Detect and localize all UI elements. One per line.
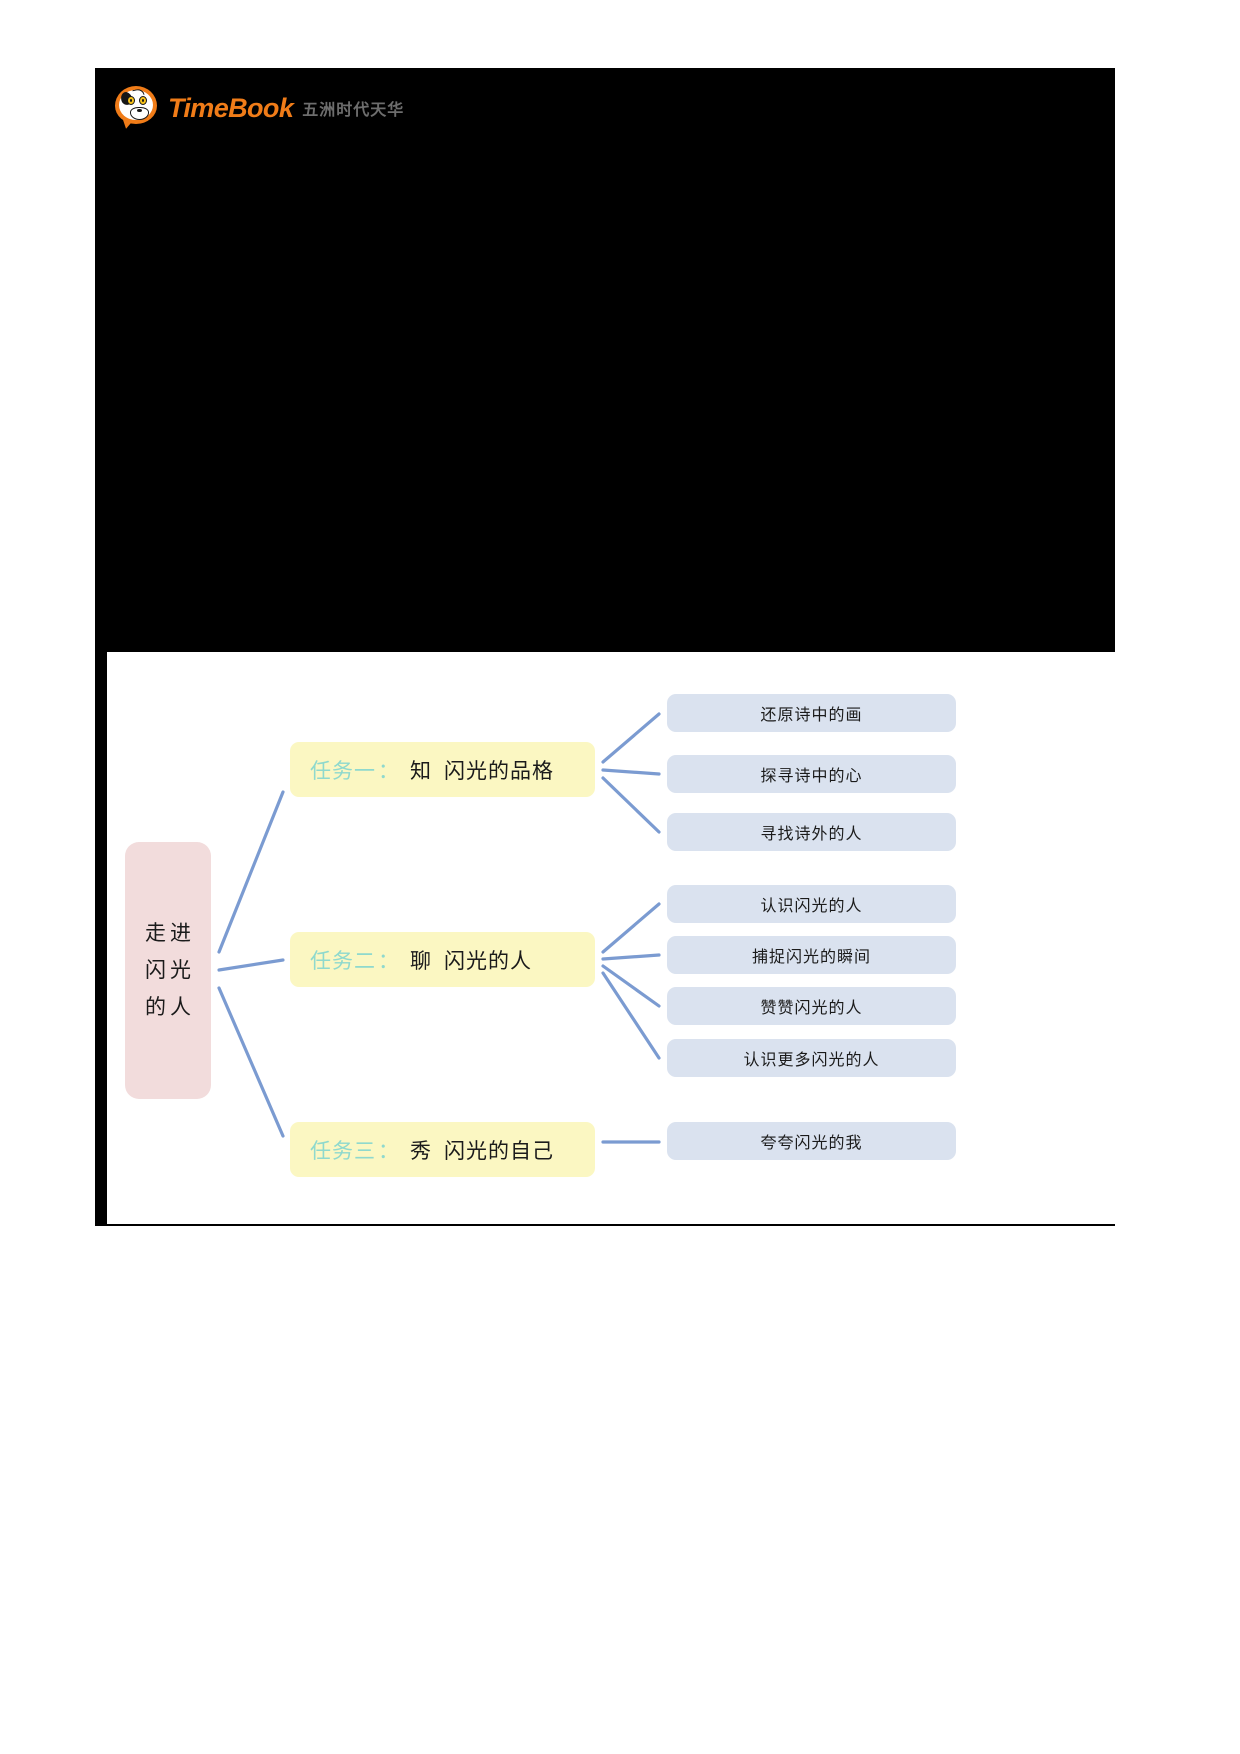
brand-wordmark: TimeBook (168, 92, 294, 123)
connector-task-2-leaf-4 (601, 971, 661, 1060)
task-2-rest: 闪光的人 (444, 948, 532, 973)
mindmap-task-node-2[interactable]: 任务二： 聊闪光的人 (290, 932, 595, 987)
connector-root-task-3 (217, 986, 285, 1138)
connector-root-task-1 (217, 790, 285, 954)
task-2-prefix: 任务二 (310, 948, 376, 973)
task-2-verb: 聊 (410, 948, 432, 973)
mindmap-leaf-node[interactable]: 还原诗中的画 (667, 694, 956, 732)
document-left-spine (95, 68, 107, 1225)
mindmap-canvas: 走进 闪光 的人 任务一：知闪光的品格 任务二：聊闪光的人 任务三：秀闪光的自己… (107, 652, 1115, 1224)
connector-task-2-leaf-2 (601, 953, 661, 961)
mindmap-leaf-node[interactable]: 认识闪光的人 (667, 885, 956, 923)
task-3-rest: 闪光的自己 (444, 1138, 554, 1163)
task-1-colon: ： (378, 758, 400, 783)
mindmap-task-node-1[interactable]: 任务一： 知闪光的品格 (290, 742, 595, 797)
mindmap-leaf-node[interactable]: 探寻诗中的心 (667, 755, 956, 793)
brand-bar: TimeBook 五洲时代天华 (107, 80, 507, 136)
root-line-2: 闪光 (145, 958, 195, 983)
mindmap-root-node[interactable]: 走进 闪光 的人 (125, 842, 211, 1099)
connector-root-task-2 (217, 958, 285, 972)
mindmap-leaf-node[interactable]: 夸夸闪光的我 (667, 1122, 956, 1160)
task-3-verb: 秀 (410, 1138, 432, 1163)
root-line-3: 的人 (145, 994, 195, 1019)
connector-task-1-leaf-2 (601, 768, 661, 776)
mindmap-connectors (217, 712, 661, 1144)
mindmap-leaf-node[interactable]: 赞赞闪光的人 (667, 987, 956, 1025)
root-line-1: 走进 (145, 921, 195, 946)
task-1-verb: 知 (410, 758, 432, 783)
task-3-prefix: 任务三 (310, 1138, 376, 1163)
speech-bubble-dog-logo-icon (113, 85, 159, 131)
media-panel[interactable] (107, 68, 1115, 652)
mindmap-task-node-3[interactable]: 任务三： 秀闪光的自己 (290, 1122, 595, 1177)
task-1-rest: 闪光的品格 (444, 758, 554, 783)
mindmap-leaf-node[interactable]: 认识更多闪光的人 (667, 1039, 956, 1077)
connector-task-1-leaf-3 (601, 776, 661, 834)
connector-task-2-leaf-1 (601, 902, 661, 954)
document-bottom-rule (95, 1224, 1115, 1226)
task-2-colon: ： (378, 948, 400, 973)
connector-task-1-leaf-1 (601, 712, 661, 764)
task-3-colon: ： (378, 1138, 400, 1163)
connector-task-2-leaf-3 (601, 964, 661, 1008)
brand-subtitle: 五洲时代天华 (302, 102, 405, 119)
mindmap-leaf-node[interactable]: 捕捉闪光的瞬间 (667, 936, 956, 974)
mindmap-leaf-node[interactable]: 寻找诗外的人 (667, 813, 956, 851)
task-1-prefix: 任务一 (310, 758, 376, 783)
